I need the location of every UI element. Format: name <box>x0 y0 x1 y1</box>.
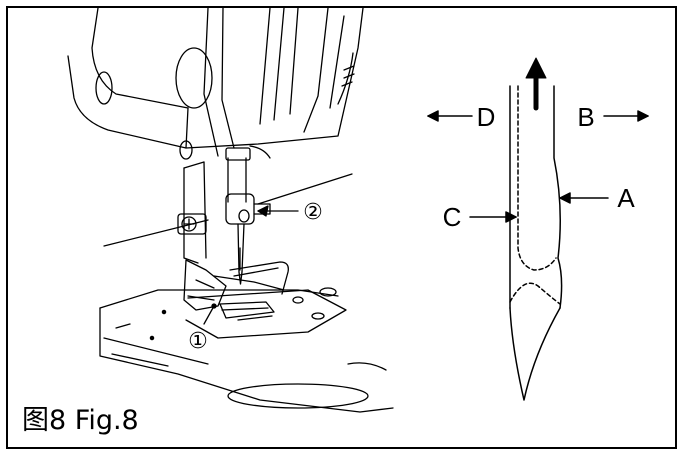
label-b: B <box>577 102 594 132</box>
label-d: D <box>477 102 496 132</box>
sewing-machine-illustration: ① ② <box>67 8 394 413</box>
figure-caption: 图8 Fig.8 <box>22 405 139 436</box>
callout-1-label: ① <box>188 328 208 353</box>
needle-diagram: D B A C <box>427 57 649 401</box>
callout-2-label: ② <box>303 199 323 224</box>
label-c: C <box>443 202 462 232</box>
label-a: A <box>617 183 635 213</box>
callout-1-leader <box>203 305 215 325</box>
figure-frame: ① ② D B A C <box>6 6 677 449</box>
figure-drawing: ① ② D B A C <box>67 8 649 413</box>
